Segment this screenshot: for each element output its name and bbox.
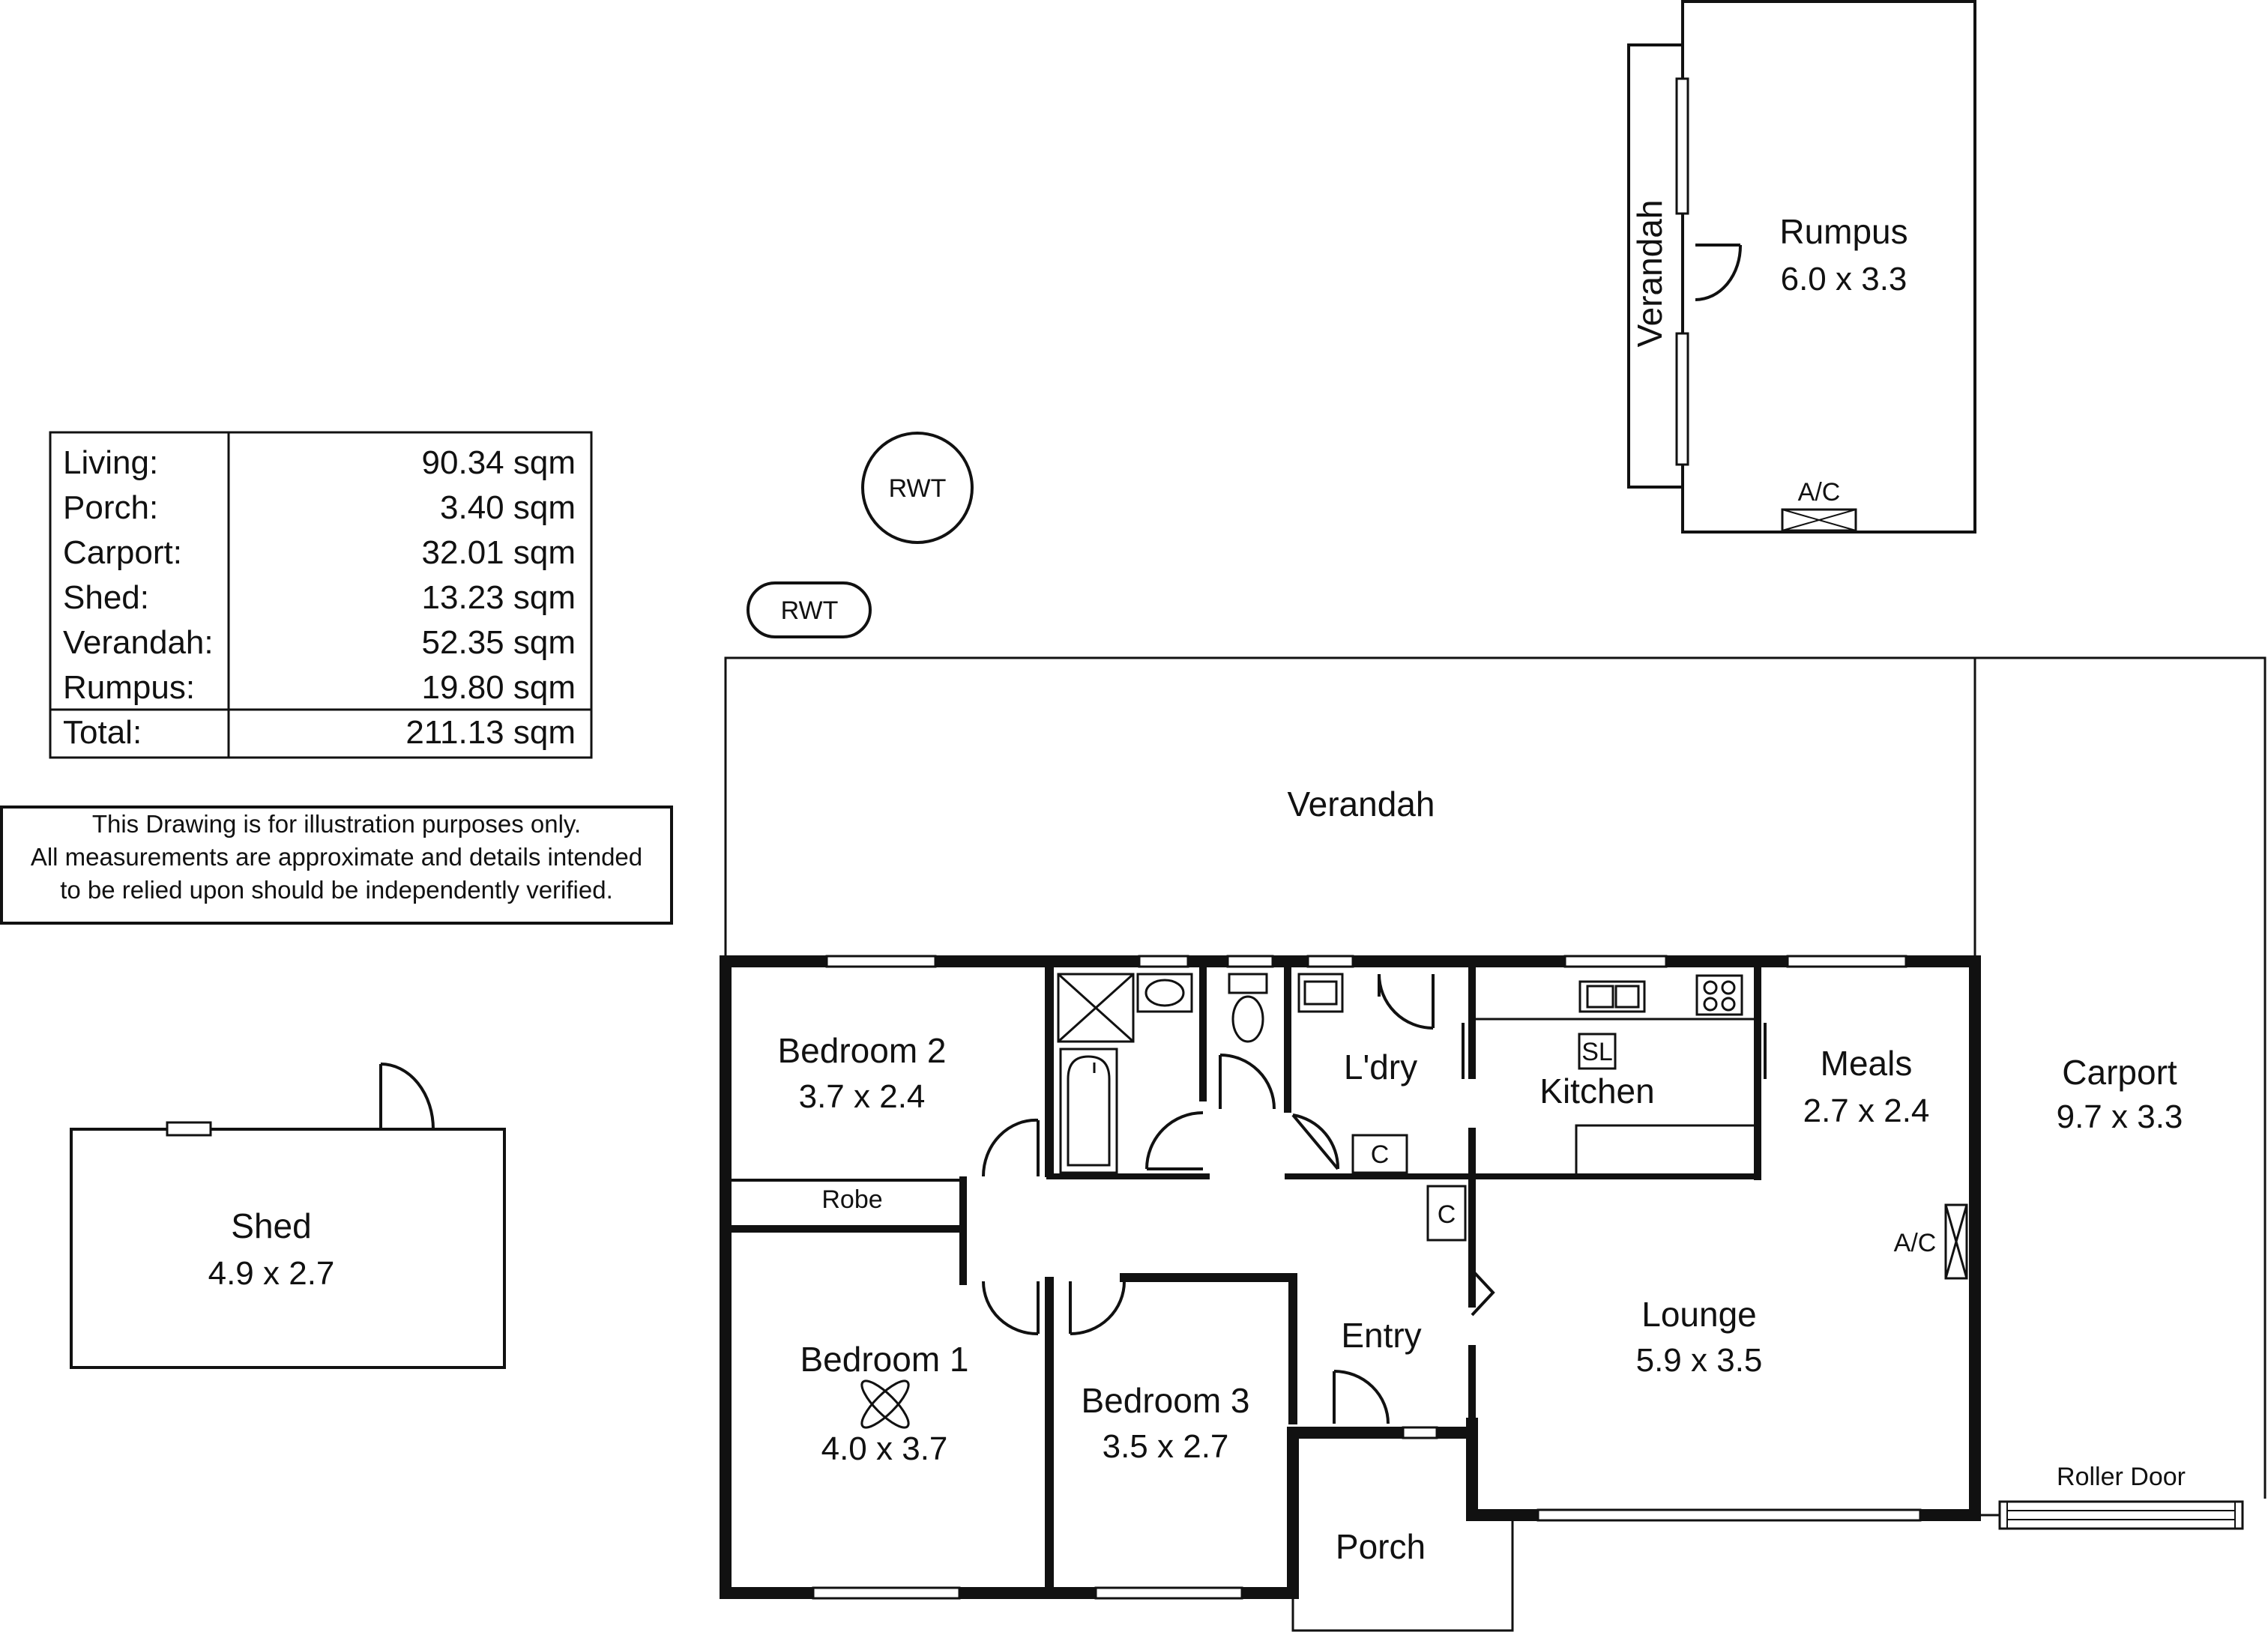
area-value-living: 90.34 sqm	[422, 444, 576, 481]
bedroom1-size: 4.0 x 3.7	[821, 1430, 948, 1467]
area-label-verandah: Verandah:	[63, 624, 214, 661]
verandah-area: Verandah	[724, 656, 1976, 961]
bedroom2-name: Bedroom 2	[777, 1031, 946, 1070]
toilet-icon	[1228, 973, 1268, 1043]
rumpus-size: 6.0 x 3.3	[1781, 261, 1907, 297]
ldry-cupboard-label: C	[1371, 1140, 1390, 1169]
area-value-shed: 13.23 sqm	[422, 579, 576, 616]
lounge-name: Lounge	[1641, 1295, 1757, 1334]
svg-text:RWT: RWT	[889, 474, 947, 503]
cooktop-icon	[1695, 974, 1743, 1016]
bath-icon	[1059, 1048, 1118, 1174]
shower-icon	[1057, 973, 1135, 1043]
trough-icon	[1297, 973, 1344, 1013]
fixtures	[860, 973, 1968, 1429]
roller-door-label: Roller Door	[2057, 1463, 2186, 1491]
carport-name: Carport	[2062, 1053, 2177, 1092]
ac-unit-icon	[1781, 508, 1857, 532]
disclaimer-line-3: to be relied upon should be independentl…	[60, 876, 613, 904]
carport-area: Roller Door Carport 9.7 x 3.3	[1975, 656, 2267, 1530]
roller-door-icon	[1998, 1500, 2244, 1530]
area-value-carport: 32.01 sqm	[422, 534, 576, 571]
rwt-tank-oval: RWT	[747, 581, 872, 638]
sink-label: SL	[1581, 1038, 1613, 1066]
area-label-rumpus: Rumpus:	[63, 669, 195, 706]
carport-size: 9.7 x 3.3	[2057, 1098, 2183, 1135]
lounge-size: 5.9 x 3.5	[1636, 1342, 1763, 1379]
basin-icon	[1136, 973, 1193, 1013]
verandah-name: Verandah	[1288, 785, 1435, 823]
meals-ac-unit-icon	[1944, 1203, 1968, 1280]
disclaimer-box: This Drawing is for illustration purpose…	[0, 806, 673, 925]
door-swings	[981, 973, 1767, 1424]
porch-name: Porch	[1336, 1527, 1426, 1566]
shed-building: Shed 4.9 x 2.7	[70, 1063, 506, 1369]
meals-ac-label: A/C	[1894, 1229, 1937, 1257]
area-value-verandah: 52.35 sqm	[422, 624, 576, 661]
windows	[812, 955, 1922, 1600]
area-label-shed: Shed:	[63, 579, 149, 616]
laundry-name: L'dry	[1344, 1048, 1417, 1087]
bedroom1-name: Bedroom 1	[800, 1340, 968, 1379]
meals-size: 2.7 x 2.4	[1803, 1092, 1930, 1129]
area-label-living: Living:	[63, 444, 158, 481]
meals-name: Meals	[1821, 1044, 1913, 1083]
ceiling-fan-icon	[860, 1379, 910, 1429]
area-label-carport: Carport:	[63, 534, 182, 571]
house-walls	[720, 955, 1981, 1599]
disclaimer-line-2: All measurements are approximate and det…	[31, 843, 642, 871]
kitchen-name: Kitchen	[1539, 1072, 1654, 1110]
disclaimer-line-1: This Drawing is for illustration purpose…	[92, 810, 581, 838]
area-value-rumpus: 19.80 sqm	[422, 669, 576, 706]
porch-area: Porch	[1291, 1433, 1514, 1632]
rumpus-verandah-label: Verandah	[1630, 200, 1669, 348]
rumpus-name: Rumpus	[1779, 212, 1907, 251]
hall-cupboard-label: C	[1438, 1200, 1456, 1229]
bedroom2-size: 3.7 x 2.4	[799, 1078, 926, 1115]
area-value-porch: 3.40 sqm	[440, 489, 576, 526]
area-value-total: 211.13 sqm	[405, 714, 576, 751]
area-label-total: Total:	[63, 714, 142, 751]
kitchen-sink-icon	[1578, 980, 1646, 1013]
area-label-porch: Porch:	[63, 489, 158, 526]
rwt-tank-round: RWT	[861, 432, 974, 544]
bedroom3-size: 3.5 x 2.7	[1103, 1428, 1229, 1465]
entry-name: Entry	[1341, 1316, 1421, 1355]
shed-name: Shed	[231, 1206, 311, 1245]
rumpus-building: A/C Rumpus 6.0 x 3.3 Verandah	[1627, 0, 1976, 534]
bedroom3-name: Bedroom 3	[1081, 1381, 1249, 1420]
area-table: Living: 90.34 sqm Porch: 3.40 sqm Carpor…	[49, 431, 593, 759]
robe-name: Robe	[821, 1185, 882, 1214]
svg-text:RWT: RWT	[781, 596, 839, 625]
rumpus-ac-label: A/C	[1798, 478, 1841, 507]
shed-size: 4.9 x 2.7	[208, 1255, 335, 1292]
